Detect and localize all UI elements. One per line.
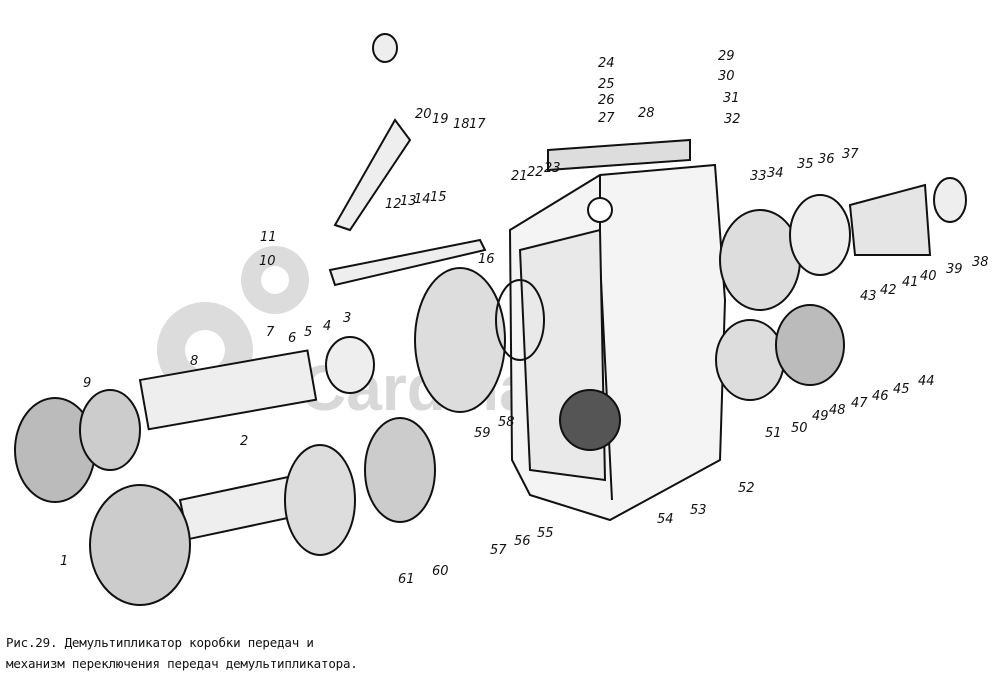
callout-3: 3 bbox=[343, 311, 351, 326]
callout-54: 54 bbox=[657, 512, 674, 527]
callout-7: 7 bbox=[266, 325, 275, 340]
callout-36: 36 bbox=[818, 152, 835, 167]
callout-29: 29 bbox=[718, 49, 735, 64]
callout-18: 18 bbox=[453, 117, 470, 132]
callout-13: 13 bbox=[400, 194, 417, 209]
callout-28: 28 bbox=[638, 106, 655, 121]
figure-caption: Рис.29. Демультипликатор коробки передач… bbox=[6, 632, 566, 674]
callout-23: 23 bbox=[544, 161, 561, 176]
callout-11: 11 bbox=[260, 230, 277, 245]
callout-8: 8 bbox=[190, 354, 198, 369]
callout-17: 17 bbox=[469, 117, 486, 132]
callout-5: 5 bbox=[304, 325, 312, 340]
callout-47: 47 bbox=[851, 396, 868, 411]
callout-31: 31 bbox=[723, 91, 740, 106]
callout-41: 41 bbox=[902, 275, 919, 290]
shift-mechanism bbox=[325, 33, 545, 413]
primary-shaft bbox=[14, 349, 318, 503]
callout-12: 12 bbox=[385, 197, 402, 212]
gearbox-housing bbox=[508, 138, 727, 522]
callout-51: 51 bbox=[765, 426, 782, 441]
callout-21: 21 bbox=[511, 169, 528, 184]
callout-48: 48 bbox=[829, 403, 846, 418]
callout-55: 55 bbox=[537, 526, 554, 541]
callout-59: 59 bbox=[474, 426, 491, 441]
callout-19: 19 bbox=[432, 112, 449, 127]
callout-34: 34 bbox=[767, 166, 784, 181]
callout-20: 20 bbox=[415, 107, 432, 122]
callout-22: 22 bbox=[527, 165, 544, 180]
secondary-shaft bbox=[89, 417, 436, 606]
callout-16: 16 bbox=[478, 252, 495, 267]
callout-14: 14 bbox=[414, 192, 431, 207]
callout-43: 43 bbox=[860, 289, 877, 304]
callout-24: 24 bbox=[598, 56, 615, 71]
callout-4: 4 bbox=[323, 319, 331, 334]
callout-15: 15 bbox=[430, 190, 447, 205]
callout-6: 6 bbox=[288, 331, 296, 346]
callout-25: 25 bbox=[598, 77, 615, 92]
callout-42: 42 bbox=[880, 283, 897, 298]
callout-26: 26 bbox=[598, 93, 615, 108]
callout-35: 35 bbox=[797, 157, 814, 172]
callout-44: 44 bbox=[918, 374, 935, 389]
callout-38: 38 bbox=[972, 255, 989, 270]
callout-27: 27 bbox=[598, 111, 615, 126]
caption-line-2: механизм переключения передач демультипл… bbox=[6, 656, 358, 671]
callout-61: 61 bbox=[398, 572, 415, 587]
callout-32: 32 bbox=[724, 112, 741, 127]
callout-52: 52 bbox=[738, 481, 755, 496]
callout-10: 10 bbox=[259, 254, 276, 269]
callout-9: 9 bbox=[83, 376, 91, 391]
rear-assembly bbox=[715, 177, 967, 401]
callout-60: 60 bbox=[432, 564, 449, 579]
callout-56: 56 bbox=[514, 534, 531, 549]
callout-37: 37 bbox=[842, 147, 859, 162]
callout-50: 50 bbox=[791, 421, 808, 436]
callout-1: 1 bbox=[60, 554, 68, 569]
callout-49: 49 bbox=[812, 409, 829, 424]
callout-58: 58 bbox=[498, 415, 515, 430]
callout-46: 46 bbox=[872, 389, 889, 404]
callout-45: 45 bbox=[893, 382, 910, 397]
callout-40: 40 bbox=[920, 269, 937, 284]
callout-2: 2 bbox=[240, 434, 248, 449]
callout-39: 39 bbox=[946, 262, 963, 277]
callout-33: 33 bbox=[750, 169, 767, 184]
callout-53: 53 bbox=[690, 503, 707, 518]
caption-line-1: Рис.29. Демультипликатор коробки передач… bbox=[6, 635, 314, 650]
callout-30: 30 bbox=[718, 69, 735, 84]
callout-57: 57 bbox=[490, 543, 507, 558]
